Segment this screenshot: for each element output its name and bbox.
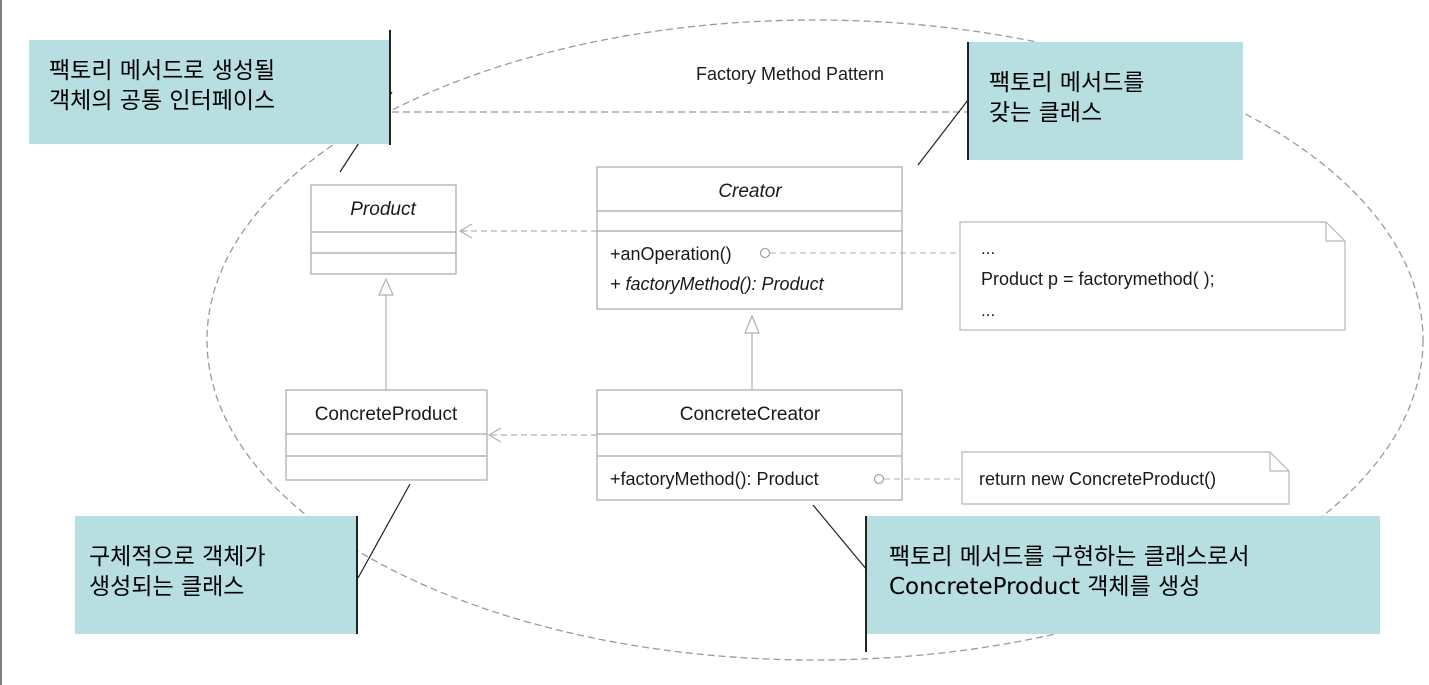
callout-pointer <box>357 483 411 579</box>
operation-note-line: ... <box>981 239 995 258</box>
concrete-product-class: ConcreteProduct <box>285 389 488 481</box>
factory-note: return new ConcreteProduct() <box>961 451 1290 505</box>
note-anchor <box>759 247 771 259</box>
product-class: Product <box>310 184 457 275</box>
creator-class: Creator +anOperation() + factoryMethod()… <box>596 166 903 310</box>
callout-line: 구체적으로 객체가 <box>89 544 266 570</box>
diagram-title: Factory Method Pattern <box>696 64 884 84</box>
operation-note-line: Product p = factorymethod( ); <box>981 269 1215 289</box>
concrete-product-class-name: ConcreteProduct <box>315 404 458 425</box>
note-anchor <box>873 473 885 485</box>
callout-concrete-product-class: 구체적으로 객체가 생성되는 클래스 <box>75 516 356 634</box>
callout-pointer <box>917 99 969 166</box>
dependency-creator-product <box>458 223 597 239</box>
operation-note: ... Product p = factorymethod( ); ... <box>959 221 1346 331</box>
product-class-name: Product <box>350 199 416 220</box>
callout-line: 팩토리 메서드를 <box>989 70 1145 96</box>
creator-method-factorymethod: + factoryMethod(): Product <box>610 274 825 294</box>
concrete-creator-method-factorymethod: +factoryMethod(): Product <box>610 469 819 489</box>
callout-pointer <box>812 504 868 571</box>
operation-note-line: ... <box>981 301 995 320</box>
dependency-concretecreator-concreteproduct <box>487 427 597 443</box>
creator-method-anoperation: +anOperation() <box>610 244 732 264</box>
callout-line: ConcreteProduct 객체를 생성 <box>889 574 1201 600</box>
callout-line: 팩토리 메서드를 구현하는 클래스로서 <box>889 544 1250 570</box>
callout-concrete-creator-class: 팩토리 메서드를 구현하는 클래스로서 ConcreteProduct 객체를 … <box>867 516 1380 634</box>
collaboration-ellipse <box>206 19 1424 661</box>
callout-line: 팩토리 메서드로 생성될 <box>49 58 276 84</box>
generalization-concreteproduct-product <box>378 277 394 390</box>
callout-line: 갖는 클래스 <box>989 100 1103 126</box>
generalization-concretecreator-creator <box>744 314 760 390</box>
callout-product-interface: 팩토리 메서드로 생성될 객체의 공통 인터페이스 <box>29 40 389 144</box>
creator-class-name: Creator <box>718 181 782 202</box>
concrete-creator-class-name: ConcreteCreator <box>680 404 821 425</box>
concrete-creator-class: ConcreteCreator +factoryMethod(): Produc… <box>596 389 903 501</box>
callout-line: 생성되는 클래스 <box>89 574 245 600</box>
callout-line: 객체의 공통 인터페이스 <box>49 88 276 114</box>
callout-creator-class: 팩토리 메서드를 갖는 클래스 <box>969 42 1243 160</box>
factory-note-line: return new ConcreteProduct() <box>979 469 1216 489</box>
